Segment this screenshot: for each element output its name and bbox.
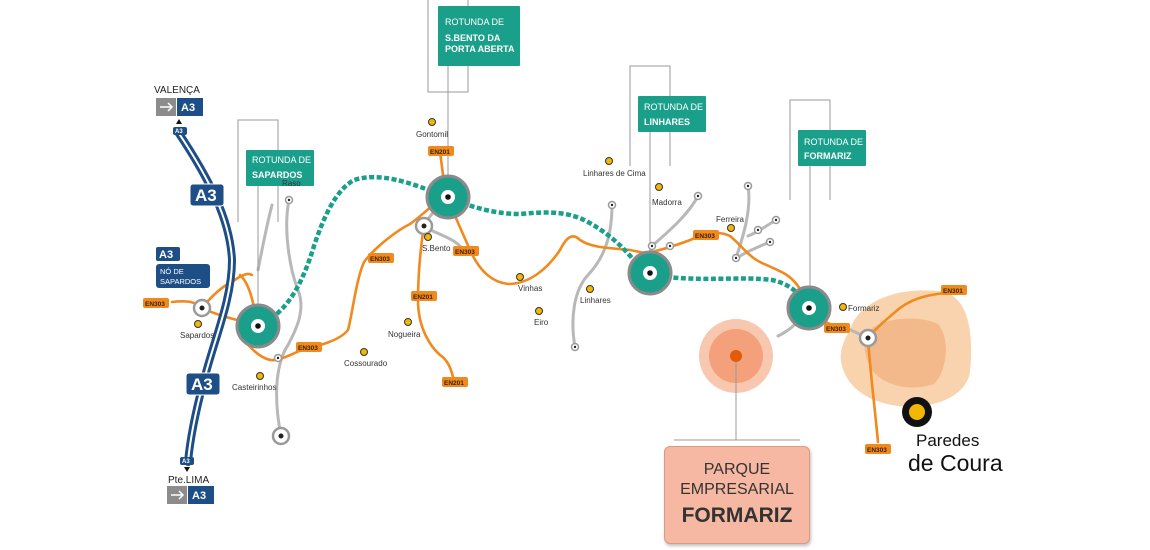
label-vinhas: Vinhas (518, 284, 542, 293)
label-cossourado: Cossourado (344, 359, 388, 368)
ponte-lima-label: Pte.LIMA (168, 475, 209, 486)
parque-line3: FORMARIZ (681, 504, 793, 527)
new-access-road (257, 175, 811, 329)
parque-empresarial-marker[interactable] (699, 319, 773, 393)
svg-text:A3: A3 (182, 459, 190, 465)
svg-text:EN303: EN303 (695, 233, 715, 240)
roundabout-linhares[interactable] (627, 250, 673, 296)
roundabout-sapardos[interactable] (235, 303, 281, 349)
label-sbento: S.Bento (422, 244, 451, 253)
junction-line2: SAPARDOS (160, 277, 201, 286)
a3-small-tag-north: A3 (173, 127, 187, 135)
valenca-sign: A3 (156, 98, 203, 116)
svg-text:EN201: EN201 (430, 149, 450, 156)
north-pointer-icon (176, 119, 182, 124)
sign-linhares: ROTUNDA DE LINHARES (629, 65, 706, 262)
parque-line1: PARQUE (703, 461, 771, 478)
svg-text:EN303: EN303 (867, 447, 887, 454)
national-roads (170, 150, 956, 444)
valenca-label: VALENÇA (154, 85, 200, 96)
road-tag-en303-a: EN303 (143, 298, 169, 308)
paredes-de-coura-area (840, 290, 972, 407)
village-dots (194, 118, 847, 380)
svg-text:A3: A3 (175, 129, 183, 135)
road-tag-en303-d: EN303 (453, 246, 479, 256)
svg-text:EN303: EN303 (298, 345, 318, 352)
label-formariz: Formariz (848, 304, 880, 313)
a3-shield-south: A3 (185, 372, 221, 396)
label-nogueira: Nogueira (388, 330, 421, 339)
roundabout-formariz[interactable] (786, 285, 832, 331)
a3-shield-north: A3 (189, 183, 225, 207)
sign-sapardos-line2: SAPARDOS (252, 170, 302, 180)
sign-sbento: ROTUNDA DE S.BENTO DA PORTA ABERTA (427, 0, 520, 183)
road-tag-en303-e: EN303 (693, 230, 719, 240)
svg-text:EN201: EN201 (444, 380, 464, 387)
sign-sbento-line1: ROTUNDA DE (445, 17, 504, 27)
label-madorra: Madorra (652, 198, 682, 207)
arrow-right-icon (160, 102, 174, 112)
no-de-sapardos-badge: A3 NÓ DE SAPARDOS (156, 247, 210, 288)
south-pointer-icon (184, 467, 190, 472)
town-line2: de Coura (908, 450, 1003, 476)
road-tag-en303-b: EN303 (296, 342, 322, 352)
label-casteirinhos: Casteirinhos (232, 383, 276, 392)
svg-text:EN303: EN303 (455, 249, 475, 256)
roundabout-sbento[interactable] (425, 174, 471, 220)
road-tag-en201-a: EN201 (428, 146, 454, 156)
road-tag-en303-c: EN303 (368, 253, 394, 263)
svg-text:A3: A3 (192, 490, 206, 502)
sign-formariz-line2: FORMARIZ (804, 151, 852, 161)
sign-sbento-line3: PORTA ABERTA (445, 44, 515, 54)
parque-line2: EMPRESARIAL (680, 481, 794, 498)
label-sapardos: Sapardos (180, 331, 214, 340)
small-junctions (192, 181, 878, 446)
label-ferreira: Ferreira (716, 215, 745, 224)
svg-text:A3: A3 (195, 186, 217, 205)
road-tag-en201-b: EN201 (411, 291, 437, 301)
junction-line1: NÓ DE (160, 267, 184, 276)
arrow-right-icon (171, 490, 185, 500)
sign-linhares-line1: ROTUNDA DE (644, 102, 703, 112)
a3-small-tag-south: A3 (180, 457, 194, 465)
road-tag-en201-c: EN201 (442, 377, 468, 387)
label-eiro: Eiro (534, 318, 549, 327)
motorway-a3 (174, 128, 237, 466)
svg-text:EN301: EN301 (943, 288, 963, 295)
svg-text:EN303: EN303 (370, 256, 390, 263)
svg-text:A3: A3 (191, 375, 213, 394)
parque-empresarial-card[interactable]: PARQUE EMPRESARIAL FORMARIZ (664, 446, 810, 544)
svg-text:EN303: EN303 (145, 301, 165, 308)
town-line1: Paredes (916, 431, 980, 450)
town-marker-icon[interactable] (902, 397, 932, 427)
road-tag-en303-f: EN303 (824, 323, 850, 333)
sign-sbento-line2: S.BENTO DA (445, 33, 501, 43)
ponte-lima-sign: A3 (167, 486, 214, 504)
sign-sapardos: ROTUNDA DE SAPARDOS (237, 119, 314, 320)
label-linhares-de-cima: Linhares de Cima (583, 169, 646, 178)
road-tag-en303-g: EN303 (865, 444, 891, 454)
svg-text:A3: A3 (159, 249, 173, 261)
label-gontomil: Gontomil (416, 130, 448, 139)
sign-linhares-line2: LINHARES (644, 117, 690, 127)
svg-text:A3: A3 (181, 102, 195, 114)
paredes-de-coura-label: Paredes de Coura (908, 431, 1028, 477)
sign-formariz-line1: ROTUNDA DE (804, 137, 863, 147)
sign-sapardos-line1: ROTUNDA DE (252, 155, 311, 165)
label-raso: Raso (282, 179, 301, 188)
svg-text:EN201: EN201 (413, 294, 433, 301)
road-tag-en301: EN301 (941, 285, 967, 295)
sign-formariz: ROTUNDA DE FORMARIZ (789, 99, 866, 294)
label-linhares: Linhares (580, 296, 611, 305)
svg-text:EN303: EN303 (826, 326, 846, 333)
